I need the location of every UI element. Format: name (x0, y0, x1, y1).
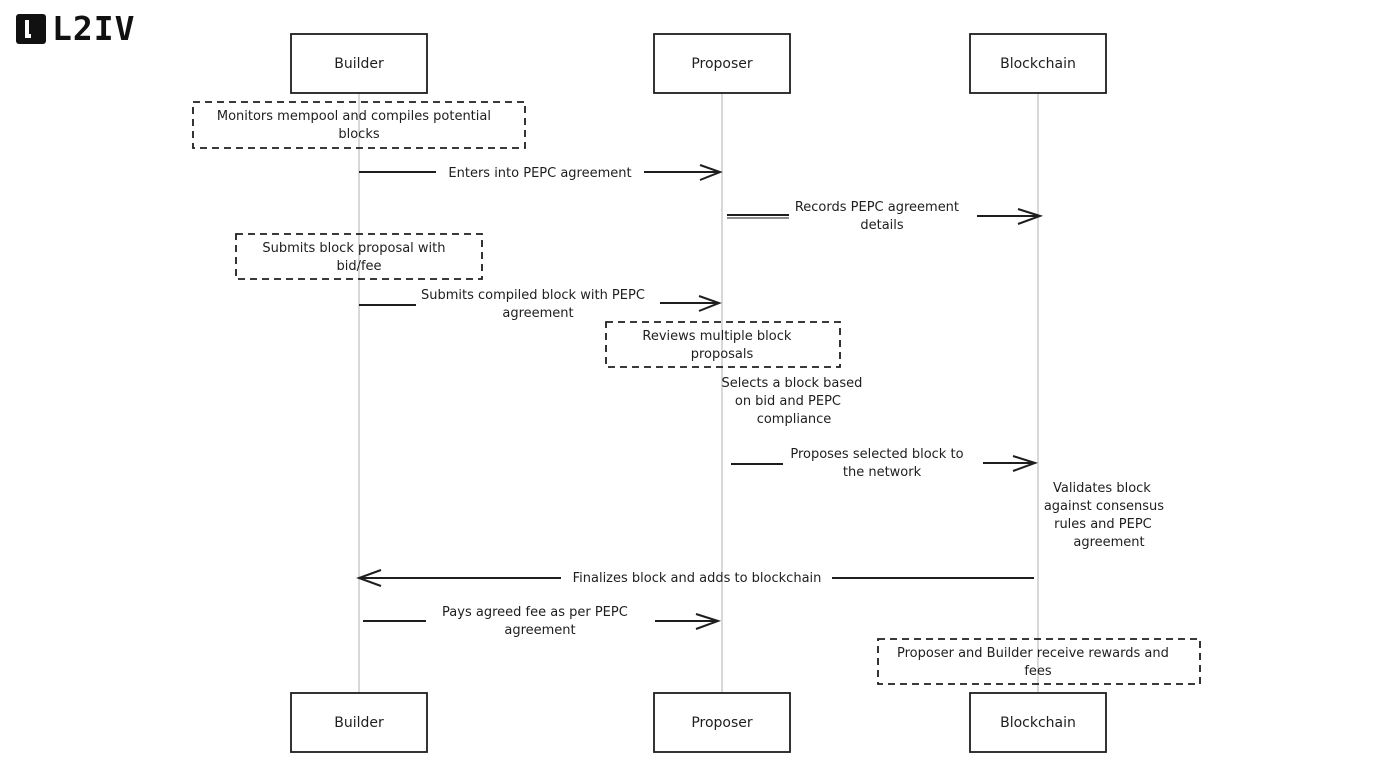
actor-blockchain-top-label: Blockchain (1000, 56, 1076, 72)
arrowhead-icon (356, 569, 382, 587)
svg-text:Records PEPC agreement d: Records PEPC agreement details (795, 200, 963, 233)
arrowhead-icon (1017, 208, 1044, 225)
message-submits-compiled-line-2: agreement (502, 306, 573, 321)
actor-proposer-top-label: Proposer (691, 56, 753, 72)
message-validates-line-3: rules and PEPC (1054, 517, 1152, 532)
actor-blockchain-top: Blockchain (969, 33, 1107, 94)
svg-text:Finalizes block and adds to bl: Finalizes block and adds to blockchain (573, 571, 822, 586)
actor-builder-bottom: Builder (290, 692, 428, 753)
arrowhead-icon (1012, 455, 1039, 472)
note-reviews-proposals: Reviews multiple block proposals (605, 321, 841, 368)
message-pays-line-1: Pays agreed fee as per PEPC (442, 605, 628, 620)
note-rewards-line-1: Proposer and Builder receive rewards and (897, 646, 1169, 661)
arrowhead-icon (695, 613, 722, 630)
message-pays-line-2: agreement (504, 623, 575, 638)
svg-text:Submits compiled block with PE: Submits compiled block with PEPC agreeme… (421, 288, 649, 321)
message-validates-line-4: agreement (1073, 535, 1144, 550)
note-monitors-line-2: blocks (338, 127, 379, 142)
message-selects-line-2: on bid and PEPC (735, 394, 841, 409)
svg-text:Pays agreed fee as per PEPC: Pays agreed fee as per PEPC agreement (442, 605, 632, 638)
actor-proposer-bottom-label: Proposer (691, 715, 753, 731)
arrowhead-icon (699, 164, 723, 181)
message-submits-compiled: Submits compiled block with PEPC agreeme… (359, 288, 722, 321)
actor-proposer-top: Proposer (653, 33, 791, 94)
svg-text:Validates block against: Validates block against consensus rules … (1044, 481, 1168, 550)
svg-text:Monitors mempool and compiles: Monitors mempool and compiles potential … (217, 109, 495, 142)
message-selects-line-1: Selects a block based (721, 376, 862, 391)
message-records-line-2: details (860, 218, 904, 233)
message-pays-fee: Pays agreed fee as per PEPC agreement (363, 605, 722, 638)
actor-builder-bottom-label: Builder (334, 715, 384, 731)
message-selects-block: Selects a block based on bid and PEPC co… (721, 376, 866, 427)
actor-blockchain-bottom: Blockchain (969, 692, 1107, 753)
svg-text:Reviews multiple block p: Reviews multiple block proposals (642, 329, 795, 362)
message-finalizes-label: Finalizes block and adds to blockchain (573, 571, 822, 586)
note-rewards-fees: Proposer and Builder receive rewards and… (877, 638, 1201, 685)
brand-name: L2IV (52, 9, 136, 48)
actor-builder-top: Builder (290, 33, 428, 94)
message-selects-line-3: compliance (757, 412, 832, 427)
message-submits-compiled-line-1: Submits compiled block with PEPC (421, 288, 645, 303)
arrowhead-icon (698, 295, 722, 312)
svg-text:Submits block proposal with: Submits block proposal with bid/fee (262, 241, 449, 274)
message-records-pepc: Records PEPC agreement details (727, 200, 1044, 233)
message-enters-pepc: Enters into PEPC agreement (359, 164, 723, 181)
message-proposes-line-1: Proposes selected block to (790, 447, 963, 462)
svg-text:Selects a block based on: Selects a block based on bid and PEPC co… (721, 376, 866, 427)
logo-mark-icon (16, 14, 46, 44)
actor-builder-top-label: Builder (334, 56, 384, 72)
note-monitors-line-1: Monitors mempool and compiles potential (217, 109, 491, 124)
message-records-line-1: Records PEPC agreement (795, 200, 959, 215)
svg-text:Enters into PEPC agreement: Enters into PEPC agreement (448, 166, 631, 181)
note-rewards-line-2: fees (1024, 664, 1052, 679)
logo: L2IV (16, 9, 136, 48)
note-submits-proposal: Submits block proposal with bid/fee (235, 233, 483, 280)
message-finalizes-block: Finalizes block and adds to blockchain (356, 569, 1034, 587)
message-proposes-block: Proposes selected block to the network (731, 447, 1039, 480)
message-enters-pepc-label: Enters into PEPC agreement (448, 166, 631, 181)
note-monitors-mempool: Monitors mempool and compiles potential … (192, 101, 526, 149)
actor-proposer-bottom: Proposer (653, 692, 791, 753)
note-reviews-line-1: Reviews multiple block (642, 329, 791, 344)
svg-text:Proposes selected block to: Proposes selected block to the network (790, 447, 967, 480)
note-submits-line-2: bid/fee (336, 259, 381, 274)
actor-blockchain-bottom-label: Blockchain (1000, 715, 1076, 731)
message-validates-line-2: against consensus (1044, 499, 1164, 514)
svg-text:Proposer and Builder receive r: Proposer and Builder receive rewards and… (897, 646, 1173, 679)
note-submits-line-1: Submits block proposal with (262, 241, 445, 256)
message-validates-block: Validates block against consensus rules … (1044, 481, 1168, 550)
message-validates-line-1: Validates block (1053, 481, 1151, 496)
note-reviews-line-2: proposals (691, 347, 754, 362)
message-proposes-line-2: the network (843, 465, 922, 480)
